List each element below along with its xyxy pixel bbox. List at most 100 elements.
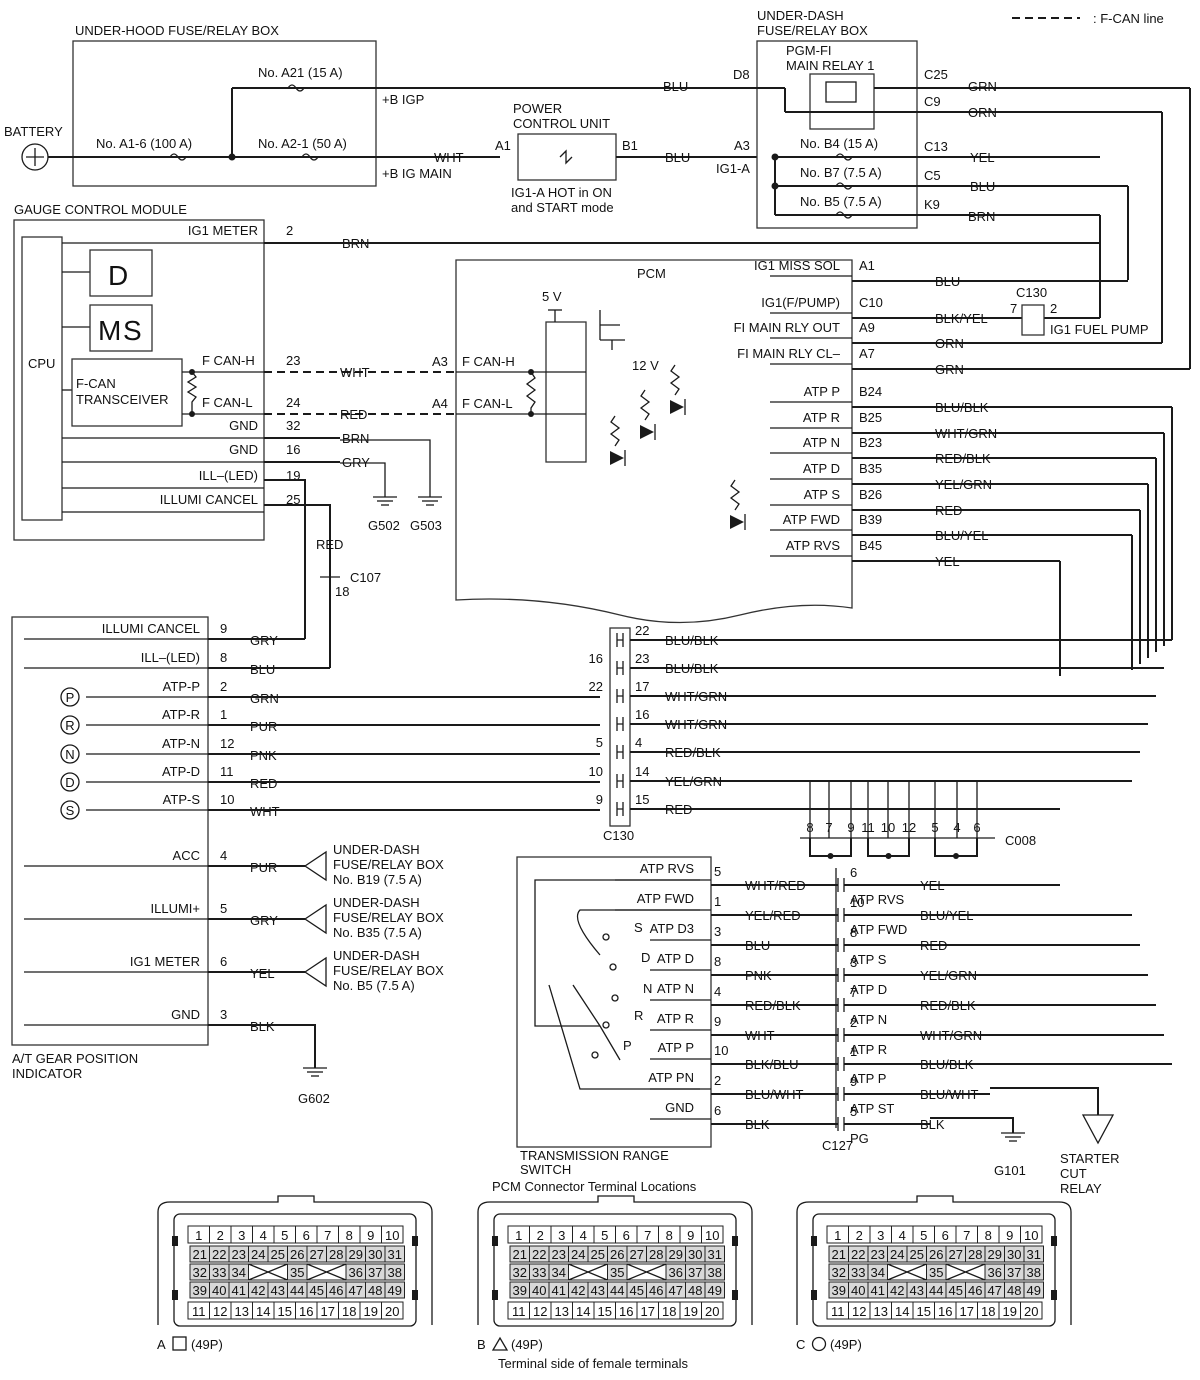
terminal-number: 28 (968, 1247, 982, 1262)
c127-pin-icon (837, 1087, 845, 1101)
c127-wire-color: RED/BLK (920, 998, 976, 1013)
fuse-ref-line3: No. B35 (7.5 A) (333, 925, 422, 940)
resistor-icon (729, 479, 741, 511)
terminal-number: 29 (669, 1247, 683, 1262)
terminal-number: 45 (310, 1283, 324, 1298)
resistor-icon (669, 364, 681, 396)
terminal-number: 14 (256, 1304, 270, 1319)
trs-pin-number: 3 (714, 924, 721, 939)
pcm-term-a4: A4 (432, 396, 448, 411)
ground-g503-label: G503 (410, 518, 442, 533)
c127-wire-color: YEL (920, 878, 945, 893)
c130-right-pin: 14 (635, 764, 649, 779)
pcm-pin-name: ATP P (804, 384, 840, 399)
c127-pin: 3 (850, 955, 857, 970)
atgpi-pin-name: ATP-D (162, 764, 200, 779)
terminal-number: 44 (610, 1283, 624, 1298)
wire-yel: YEL (970, 150, 995, 165)
trs-pin-name: GND (665, 1100, 694, 1115)
atgpi-wire-color: PNK (250, 748, 277, 763)
wire-wht-1: WHT (434, 150, 464, 165)
terminal-number: 33 (212, 1265, 226, 1280)
ground-g101-label: G101 (994, 1163, 1026, 1178)
blank-cross-icon (945, 1263, 986, 1281)
pcm-connector-shell (796, 1195, 1072, 1325)
terminal-number: 1 (834, 1228, 841, 1243)
terminal-number: 20 (1024, 1304, 1038, 1319)
terminal-number: 12 (533, 1304, 547, 1319)
atgpi-wire-color: BLK (250, 1019, 275, 1034)
c127-pin-name: ATP ST (850, 1101, 894, 1116)
pcm-pin-number: B35 (859, 461, 882, 476)
c130-top-label: C130 (1016, 285, 1047, 300)
gauge-pin-number: 16 (286, 442, 300, 457)
terminal-number: 21 (193, 1247, 207, 1262)
under-dash-box (756, 40, 918, 229)
terminal-number: 41 (552, 1283, 566, 1298)
pcu-term-a1: A1 (495, 138, 511, 153)
terminal-number: 37 (688, 1265, 702, 1280)
pcm-5v-label: 5 V (542, 289, 562, 304)
terminal-number: 30 (1007, 1247, 1021, 1262)
c127-pin-name: ATP R (850, 1042, 887, 1057)
terminal-number: 35 (290, 1265, 304, 1280)
connector-letter: B (477, 1337, 486, 1352)
terminal-number: 49 (388, 1283, 402, 1298)
c130-pin2: 2 (1050, 301, 1057, 316)
gauge-pin-number: 2 (286, 223, 293, 238)
terminal-number: 16 (299, 1304, 313, 1319)
pcm-fcanl: F CAN-L (462, 396, 513, 411)
pcm-wire-color: YEL/GRN (935, 477, 992, 492)
terminal-cell (701, 1301, 724, 1320)
blank-cross-icon (887, 1263, 927, 1281)
terminal-number: 46 (968, 1283, 982, 1298)
trs-pin-number: 4 (714, 984, 721, 999)
terminal-number: 21 (513, 1247, 527, 1262)
c127-pin: 10 (850, 895, 864, 910)
terminal-number: 2 (856, 1228, 863, 1243)
pcm-wire-color: BLK/YEL (935, 311, 988, 326)
triangle-icon (491, 1336, 509, 1351)
terminal-number: 17 (321, 1304, 335, 1319)
terminal-number: 10 (705, 1228, 719, 1243)
c130-right-pin: 16 (635, 707, 649, 722)
c130-pin-icon (616, 689, 624, 703)
trs-pin-name: ATP D (657, 951, 694, 966)
atgpi-pin-number: 10 (220, 792, 234, 807)
terminal-number: 37 (1007, 1265, 1021, 1280)
terminal-number: 22 (212, 1247, 226, 1262)
fuse-a21-label: No. A21 (15 A) (258, 65, 343, 80)
terminal-number: 11 (831, 1304, 845, 1319)
terminal-number: 29 (988, 1247, 1002, 1262)
terminal-number: 8 (985, 1228, 992, 1243)
wire-blu-1: BLU (663, 79, 688, 94)
terminal-cell (384, 1263, 405, 1281)
trs-pin-name: ATP R (657, 1011, 694, 1026)
c127-pin-icon (837, 1028, 845, 1042)
c127-pin-icon (837, 878, 845, 892)
atgpi-label-2: INDICATOR (12, 1066, 82, 1081)
fuse-ref-line3: No. B5 (7.5 A) (333, 978, 415, 993)
connector-pin-count: (49P) (830, 1337, 862, 1352)
atgpi-pin-name: GND (171, 1007, 200, 1022)
terminal-number: 15 (917, 1304, 931, 1319)
terminal-number: 32 (832, 1265, 846, 1280)
c127-pin: 5 (850, 1104, 857, 1119)
atgpi-wire-color: PUR (250, 719, 277, 734)
terminal-number: 44 (929, 1283, 943, 1298)
terminal-number: 38 (1027, 1265, 1041, 1280)
terminal-number: 40 (532, 1283, 546, 1298)
terminal-number: 6 (942, 1228, 949, 1243)
c107-pin: 18 (335, 584, 349, 599)
terminal-number: 27 (949, 1247, 963, 1262)
c130-left-pin: 5 (596, 735, 603, 750)
terminal-number: 14 (895, 1304, 909, 1319)
starter-label-1: STARTER (1060, 1151, 1119, 1166)
terminal-number: 4 (580, 1228, 587, 1243)
gear-letter: P (66, 690, 75, 705)
atgpi-pin-name: ILL–(LED) (141, 650, 200, 665)
fuse-a16-icon (169, 153, 187, 161)
